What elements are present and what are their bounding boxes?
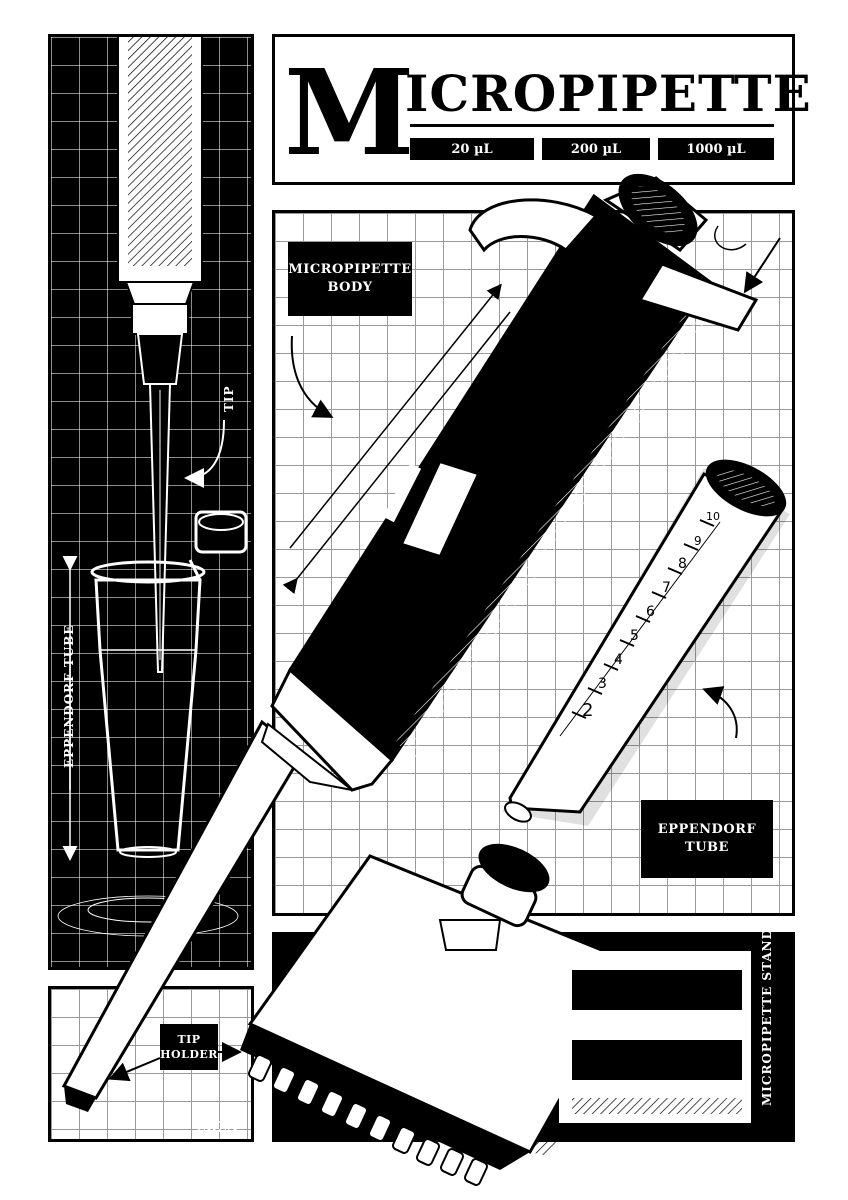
scale-label: 4: [614, 652, 623, 668]
eppendorf-tube-label: EPPENDORF TUBE: [641, 800, 773, 878]
year-label: 2023: [196, 1118, 238, 1136]
title-first-letter: M: [284, 43, 415, 182]
eppendorf-tube-vertical-label: EPPENDORF TUBE: [62, 624, 76, 768]
scale-label: 6: [646, 604, 655, 620]
scale-label: 2: [582, 700, 594, 721]
tip-holder-arrow-2: [108, 1057, 161, 1082]
pipette-stand: [559, 951, 751, 1123]
conical-tube: [502, 459, 790, 826]
main-arrows: [282, 225, 781, 739]
volume-badge-20: 20 µL: [410, 138, 534, 160]
title-underline: [410, 124, 774, 127]
multichannel-nozzles: [247, 1054, 489, 1186]
micropipette-stand-label: MICROPIPETTE STAND: [760, 927, 774, 1106]
scale-label: 10: [706, 510, 720, 523]
scale-label: 8: [678, 556, 687, 572]
scale-label: 9: [694, 534, 702, 548]
page-title: ICROPIPETTE: [405, 64, 812, 123]
eppendorf-tube-drawing: [57, 419, 248, 937]
scale-label: 7: [662, 580, 671, 596]
shaft-drawing: [117, 35, 203, 673]
scale-label: 5: [630, 628, 639, 644]
volume-badge-1000: 1000 µL: [658, 138, 774, 160]
tube-scale-marks: [571, 519, 715, 719]
tip-label: TIP: [222, 385, 236, 412]
pipette-body: [260, 173, 759, 792]
scale-label: 3: [598, 676, 607, 692]
tip-holder-label: TIP HOLDER: [160, 1024, 218, 1070]
micropipette-body-label: MICROPIPETTE BODY: [288, 242, 412, 316]
volume-badge-200: 200 µL: [542, 138, 650, 160]
